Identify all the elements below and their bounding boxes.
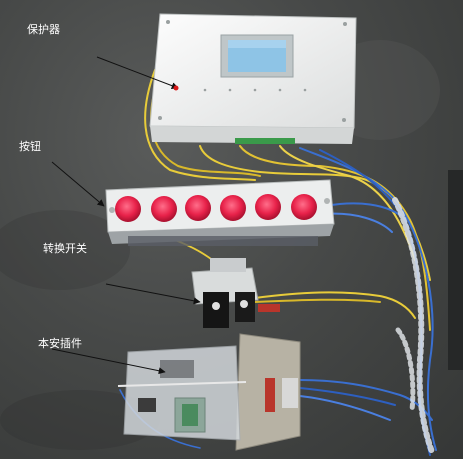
- label-buttons: 按钮: [19, 140, 41, 153]
- arrow-buttons: [51, 161, 105, 207]
- red-push-button-icon: [115, 194, 317, 222]
- panel-screws: [158, 20, 347, 122]
- rotary-switch-icon: [191, 258, 280, 328]
- arrow-protector: [96, 56, 179, 90]
- terminal-board-icon: [235, 138, 295, 144]
- button-panel: [105, 179, 335, 246]
- arrow-switch: [105, 283, 201, 305]
- plugin-module: [117, 333, 301, 451]
- edge-object: [448, 170, 463, 370]
- label-plugin: 本安插件: [38, 337, 82, 350]
- protector-box: [149, 13, 357, 144]
- label-switch: 转换开关: [43, 242, 87, 255]
- protector-marker-dot: [173, 85, 179, 91]
- annotation-arrows: [51, 56, 201, 375]
- arrow-plugin: [51, 348, 166, 375]
- label-protector: 保护器: [27, 23, 60, 36]
